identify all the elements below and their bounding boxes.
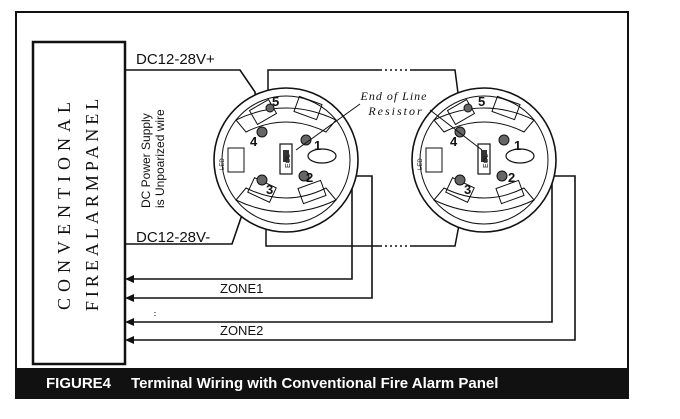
eol-callout-line2: Resistor	[367, 104, 423, 118]
terminal-2-label: 2	[306, 170, 313, 185]
zone1-label: ZONE1	[220, 281, 263, 296]
detector-base-1	[213, 87, 359, 233]
fire-alarm-panel-box	[31, 40, 127, 366]
terminal-4-label: 4	[450, 134, 458, 149]
terminal-1-label: 1	[314, 138, 321, 153]
eol-callout: End of Line Resistor	[295, 89, 483, 151]
terminal-4-label: 4	[250, 134, 258, 149]
terminal-5-label: 5	[272, 94, 279, 109]
terminal-3-label: 3	[464, 182, 471, 197]
terminal-2-label: 2	[508, 170, 515, 185]
zone2-label: ZONE2	[220, 323, 263, 338]
eol-callout-line1: End of Line	[360, 89, 428, 103]
figure-title: Terminal Wiring with Conventional Fire A…	[131, 374, 499, 392]
dc-note-line1: DC Power Supply	[139, 113, 153, 208]
dc-positive-label: DC12-28V+	[136, 51, 215, 68]
dc-negative-label: DC12-28V-	[136, 229, 210, 246]
led-label-1: LED	[220, 158, 226, 170]
dc-note-line2: is Unpoarized wire	[153, 109, 167, 208]
terminal-3-label: 3	[266, 182, 273, 197]
figure-number: FIGURE4	[46, 374, 112, 392]
terminal-5-label: 5	[478, 94, 485, 109]
panel-label-line1: CONVENTIONAL	[54, 96, 74, 310]
eol-tag-2: EOL	[483, 154, 490, 168]
zone-arrowheads	[125, 275, 134, 344]
led-label-2: LED	[418, 158, 424, 170]
detector-2-terminal-labels: 5 4 1 2 3 EOL LED	[418, 94, 521, 197]
detector-1-terminal-labels: 5 4 1 2 3 EOL LED	[220, 94, 321, 197]
terminal-1-label: 1	[514, 138, 521, 153]
eol-tag-1: EOL	[285, 154, 292, 168]
panel-label-line2: FIREALARMPANEL	[82, 95, 102, 311]
figure-caption-bar: FIGURE4 Terminal Wiring with Conventiona…	[16, 368, 628, 398]
figure-frame	[15, 11, 629, 399]
